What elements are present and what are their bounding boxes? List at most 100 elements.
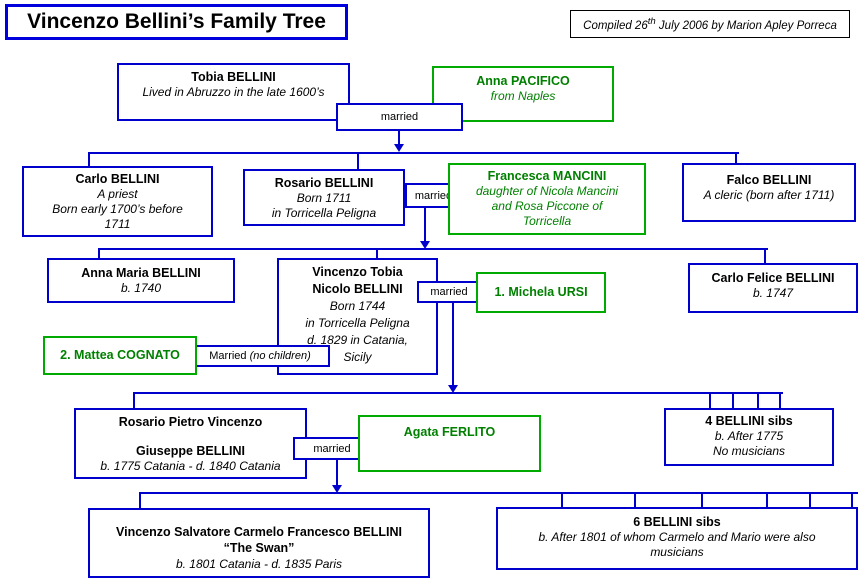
connector-sib-tick — [732, 392, 734, 410]
marriage-label: Married (no children) — [209, 350, 311, 362]
marriage-box-4: married — [293, 437, 371, 460]
compiled-note-superscript: th — [647, 16, 656, 28]
connector-sib-tick — [851, 492, 853, 509]
person-name: Tobia BELLINI — [191, 70, 276, 84]
person-name: Giuseppe BELLINI — [135, 444, 246, 458]
connector-drop-carlo-felice — [764, 248, 766, 265]
connector-drop-vincenzo-swan — [139, 492, 141, 510]
person-note: Born 1711 — [296, 191, 352, 205]
siblings-note: musicians — [650, 545, 704, 559]
person-box-vincenzo-salvatore-bellini: Vincenzo Salvatore Carmelo Francesco BEL… — [88, 508, 430, 578]
siblings-box-6-bellini-sibs: 6 BELLINI sibs b. After 1801 of whom Car… — [496, 507, 858, 570]
person-note: in Torricella Peligna — [271, 206, 377, 220]
person-note: b. 1801 Catania - d. 1835 Paris — [175, 557, 343, 571]
person-note: from Naples — [490, 89, 556, 103]
connector-married2-stem — [424, 208, 426, 242]
person-note: Torricella — [522, 214, 572, 228]
marriage-label: married — [313, 442, 351, 455]
person-name: Agata FERLITO — [403, 425, 496, 439]
person-box-carlo-bellini: Carlo BELLINI A priest Born early 1700’s… — [22, 166, 213, 237]
person-name: Rosario Pietro Vincenzo — [118, 415, 263, 429]
marriage-box-no-children: Married (no children) — [190, 345, 330, 367]
connector-sib-tick — [701, 492, 703, 509]
arrow-down-icon — [448, 385, 458, 393]
arrow-down-icon — [394, 144, 404, 152]
person-note: Sicily — [343, 350, 372, 364]
person-note: Born 1744 — [329, 299, 386, 313]
connector-married4-stem — [336, 460, 338, 486]
page-title: Vincenzo Bellini’s Family Tree — [5, 4, 348, 40]
person-note: d. 1829 in Catania, — [307, 333, 408, 347]
connector-sib-tick — [634, 492, 636, 509]
person-note: Lived in Abruzzo in the late 1600’s — [142, 85, 325, 99]
connector-sib-tick — [766, 492, 768, 509]
connector-gen2-sibling-line — [88, 152, 739, 154]
arrow-down-icon — [420, 241, 430, 249]
connector-sib-tick — [709, 392, 711, 410]
compiled-note-text: Compiled 26th July 2006 by Marion Apley … — [583, 16, 837, 32]
connector-drop-rosario — [357, 152, 359, 171]
person-box-rosario-bellini: Rosario BELLINI Born 1711 in Torricella … — [243, 169, 405, 226]
compiled-note: Compiled 26th July 2006 by Marion Apley … — [570, 10, 850, 38]
person-box-michela-ursi: 1. Michela URSI — [476, 272, 606, 313]
person-box-falco-bellini: Falco BELLINI A cleric (born after 1711) — [682, 163, 856, 222]
connector-drop-carlo — [88, 152, 90, 168]
connector-sib-tick — [561, 492, 563, 509]
person-name: Anna PACIFICO — [476, 74, 570, 88]
person-note: b. 1747 — [752, 286, 794, 300]
marriage-label: married — [380, 111, 419, 123]
person-note: b. 1740 — [120, 281, 162, 295]
person-name: Vincenzo Salvatore Carmelo Francesco BEL… — [116, 525, 402, 539]
person-box-tobia-bellini: Tobia BELLINI Lived in Abruzzo in the la… — [117, 63, 350, 121]
person-box-carlo-felice-bellini: Carlo Felice BELLINI b. 1747 — [688, 263, 858, 313]
person-note: A priest — [97, 187, 138, 201]
person-nickname: “The Swan” — [223, 541, 295, 555]
connector-sib-tick — [809, 492, 811, 509]
marriage-box-3: married — [417, 281, 481, 303]
person-note: 1711 — [104, 217, 131, 231]
connector-gen4-sibling-line — [133, 392, 783, 394]
person-name: Falco BELLINI — [726, 173, 812, 187]
connector-sib-tick — [757, 392, 759, 410]
person-box-anna-maria-bellini: Anna Maria BELLINI b. 1740 — [47, 258, 235, 303]
person-note: and Rosa Piccone of — [491, 199, 603, 213]
person-name: 2. Mattea COGNATO — [60, 348, 180, 362]
person-name: Anna Maria BELLINI — [81, 266, 201, 280]
marriage-label: married — [430, 286, 468, 298]
connector-sib-tick — [779, 392, 781, 410]
person-name: 1. Michela URSI — [494, 285, 588, 299]
siblings-note: b. After 1801 of whom Carmelo and Mario … — [538, 530, 816, 544]
siblings-note: No musicians — [712, 444, 786, 458]
connector-drop-anna-maria — [98, 248, 100, 260]
person-box-anna-pacifico: Anna PACIFICO from Naples — [432, 66, 614, 122]
person-name: Vincenzo Tobia — [312, 265, 403, 279]
connector-drop-vincenzo-tobia — [376, 248, 378, 260]
person-name: Carlo Felice BELLINI — [711, 271, 835, 285]
person-note: Born early 1700’s before — [52, 202, 183, 216]
person-note: daughter of Nicola Mancini — [475, 184, 619, 198]
siblings-box-4-bellini-sibs: 4 BELLINI sibs b. After 1775 No musician… — [664, 408, 834, 466]
person-box-francesca-mancini: Francesca MANCINI daughter of Nicola Man… — [448, 163, 646, 235]
page-title-text: Vincenzo Bellini’s Family Tree — [27, 10, 326, 33]
person-note: in Torricella Peligna — [305, 316, 410, 330]
marriage-label: married — [414, 189, 453, 202]
person-name: Rosario BELLINI — [274, 176, 374, 190]
person-box-mattea-cognato: 2. Mattea COGNATO — [43, 336, 197, 375]
siblings-title: 4 BELLINI sibs — [705, 414, 793, 428]
blank-line — [76, 430, 305, 444]
connector-married3-stem — [452, 303, 454, 386]
person-note: b. 1775 Catania - d. 1840 Catania — [100, 459, 281, 473]
connector-gen5-sibling-line — [139, 492, 858, 494]
person-box-rosario-pietro-giuseppe-bellini: Rosario Pietro Vincenzo Giuseppe BELLINI… — [74, 408, 307, 479]
person-name: Carlo BELLINI — [75, 172, 160, 186]
person-box-agata-ferlito: Agata FERLITO — [358, 415, 541, 472]
marriage-box-1: married — [336, 103, 463, 131]
person-name: Nicolo BELLINI — [312, 282, 403, 296]
person-note: A cleric (born after 1711) — [703, 188, 835, 202]
connector-gen3-sibling-line — [98, 248, 768, 250]
connector-drop-falco — [735, 152, 737, 165]
person-name: Francesca MANCINI — [487, 169, 607, 183]
connector-drop-rosario-pietro — [133, 392, 135, 410]
siblings-note: b. After 1775 — [714, 429, 784, 443]
